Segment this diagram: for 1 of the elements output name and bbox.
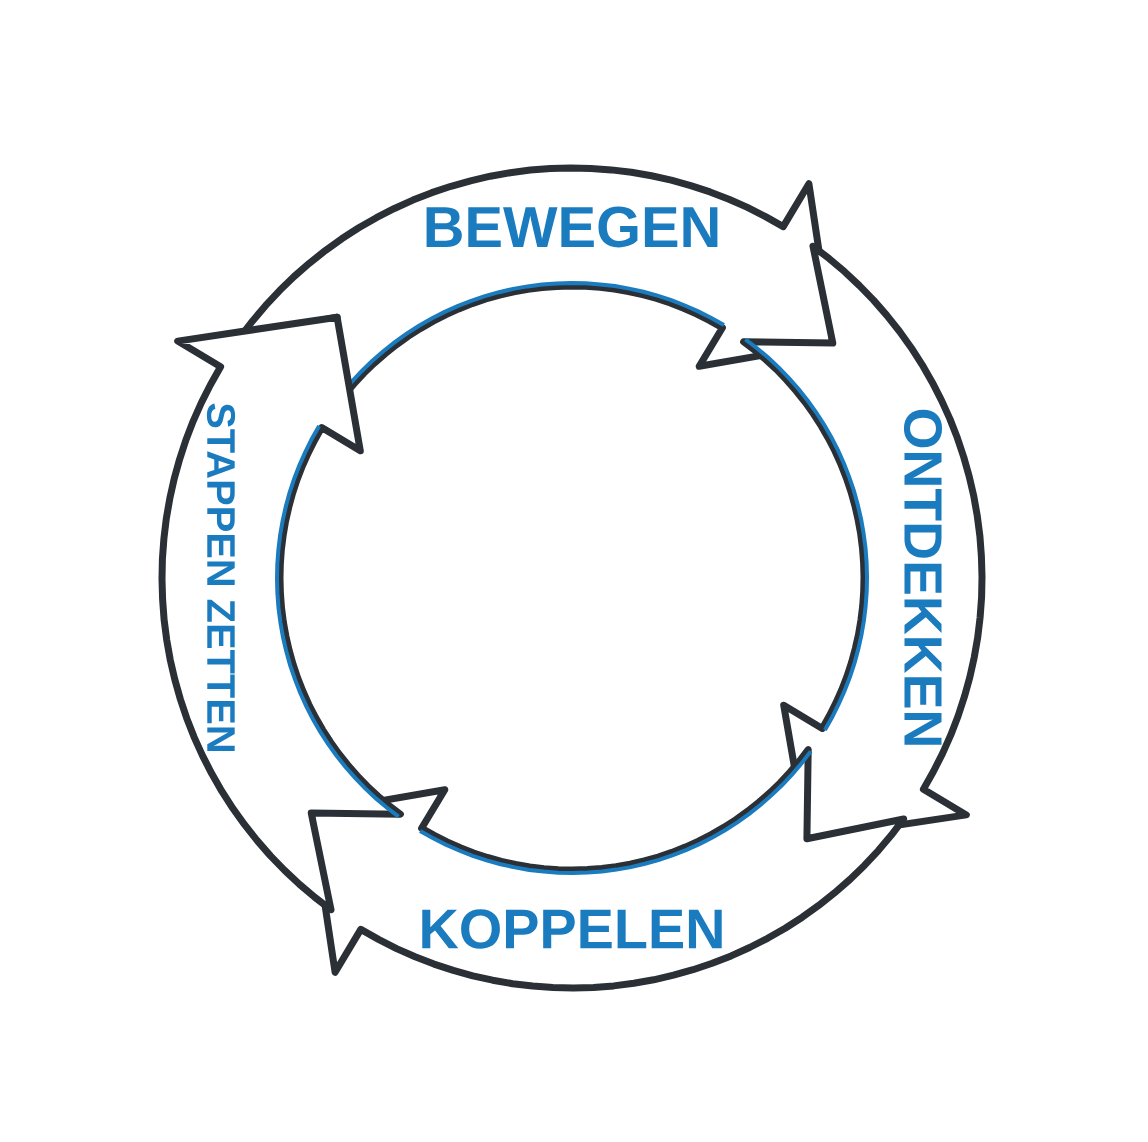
curved-banner: STAPPEN ZETTEN (158, 313, 404, 914)
